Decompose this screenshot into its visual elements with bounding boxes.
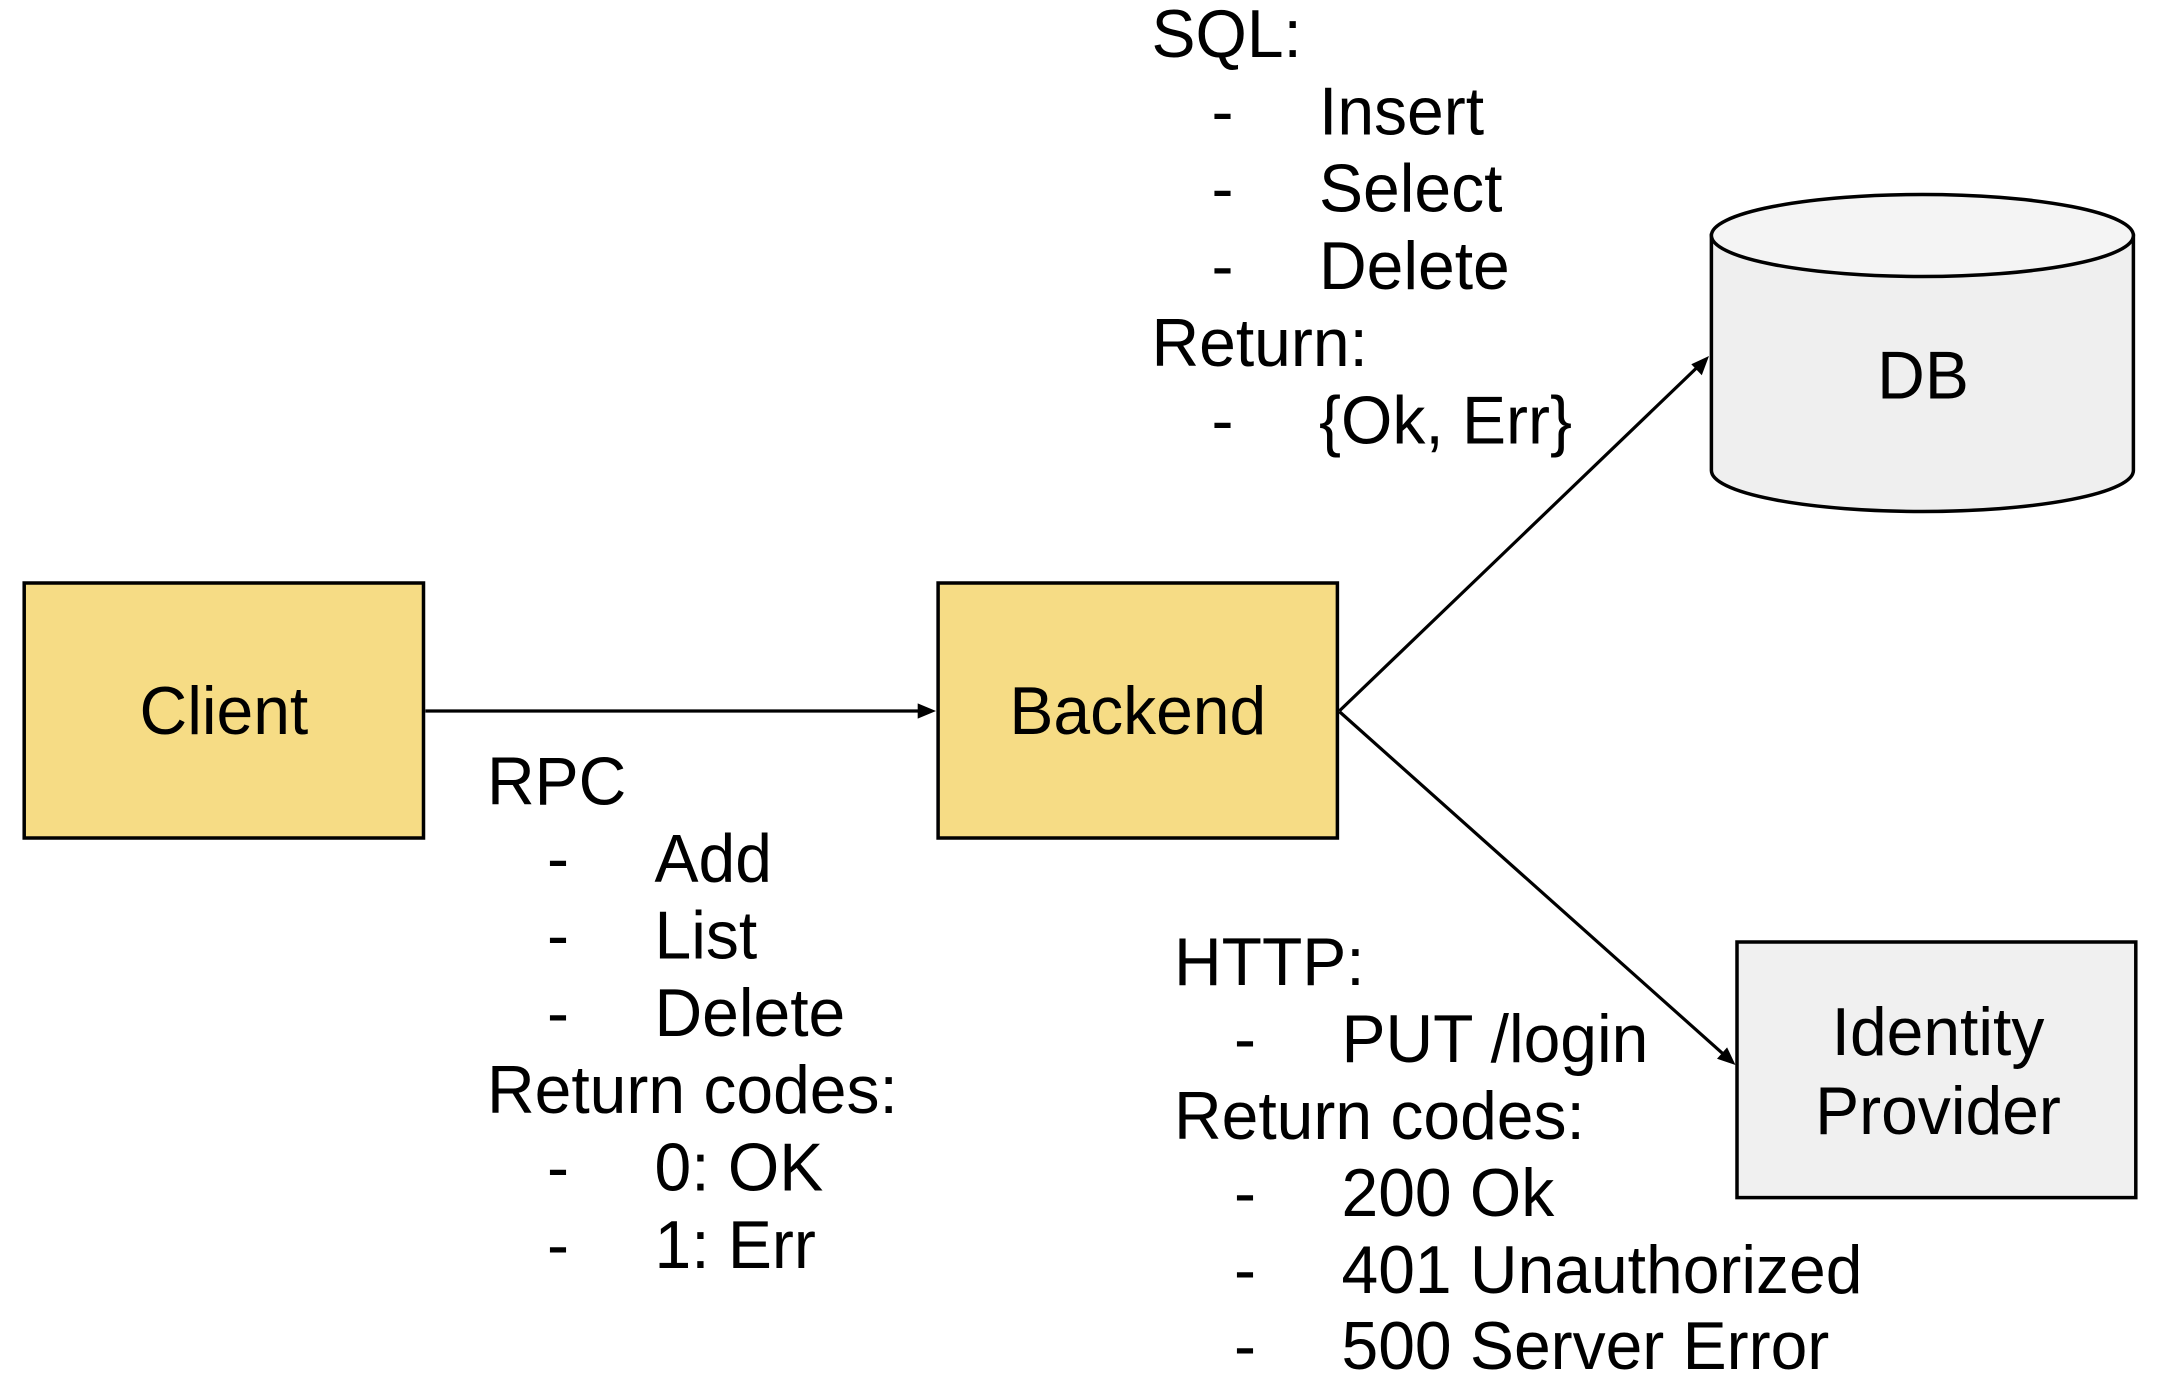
svg-text:-: - [547,1130,569,1206]
svg-text:-: - [1234,1155,1256,1231]
svg-text:Insert: Insert [1319,73,1484,149]
svg-text:-: - [1212,383,1234,459]
svg-text:RPC: RPC [487,743,626,819]
svg-text:-: - [547,898,569,974]
svg-text:List: List [655,898,758,974]
svg-text:-: - [1234,1308,1256,1384]
svg-text:Client: Client [140,673,309,749]
svg-text:-: - [1234,1232,1256,1308]
svg-text:-: - [1212,73,1234,149]
svg-text:-: - [1212,228,1234,304]
svg-text:Return codes:: Return codes: [487,1052,898,1128]
svg-text:{Ok, Err}: {Ok, Err} [1319,383,1572,459]
svg-text:PUT /login: PUT /login [1342,1001,1649,1077]
svg-text:500 Server Error: 500 Server Error [1342,1308,1830,1384]
svg-text:Add: Add [655,820,772,896]
svg-text:-: - [1212,151,1234,227]
svg-text:SQL:: SQL: [1152,0,1302,72]
svg-text:Return:: Return: [1152,305,1368,381]
svg-text:1: Err: 1: Err [655,1207,816,1283]
svg-text:DB: DB [1877,338,1969,414]
svg-text:Delete: Delete [655,975,846,1051]
svg-text:Identity: Identity [1832,994,2045,1070]
svg-text:401 Unauthorized: 401 Unauthorized [1342,1232,1863,1308]
svg-text:200 Ok: 200 Ok [1342,1155,1555,1231]
svg-text:Provider: Provider [1815,1073,2061,1149]
svg-text:-: - [547,1207,569,1283]
svg-text:Return codes:: Return codes: [1174,1078,1585,1154]
svg-text:Select: Select [1319,151,1503,227]
svg-text:Delete: Delete [1319,228,1510,304]
svg-text:HTTP:: HTTP: [1174,924,1365,1000]
svg-text:-: - [547,820,569,896]
svg-text:-: - [1234,1001,1256,1077]
svg-text:0: OK: 0: OK [655,1130,824,1206]
svg-text:Backend: Backend [1009,673,1266,749]
svg-text:-: - [547,975,569,1051]
